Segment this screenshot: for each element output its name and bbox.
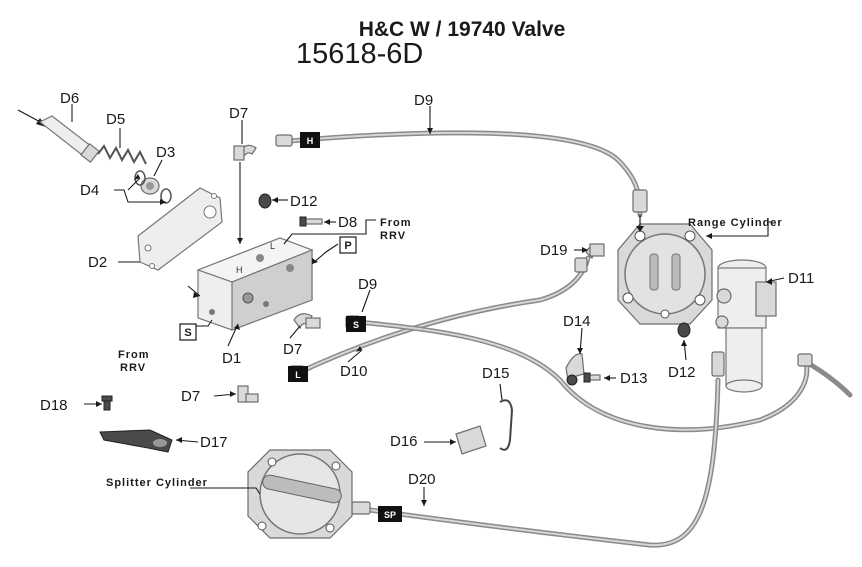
callout-from-rrv-left-1: From	[118, 349, 150, 361]
label-d12-top: D12	[290, 193, 318, 210]
label-d9-mid: D9	[358, 276, 377, 293]
part-d12-plug-right	[677, 322, 691, 338]
part-d6-plunger	[17, 109, 100, 164]
label-d7-top: D7	[229, 105, 248, 122]
part-d18-bolt	[101, 395, 113, 411]
part-d4-orings	[134, 170, 172, 204]
label-d4: D4	[80, 182, 99, 199]
part-d16-bracket	[455, 425, 487, 455]
hoses	[287, 130, 853, 548]
part-d12-plug-top	[258, 193, 272, 209]
svg-text:P: P	[344, 240, 351, 252]
label-d11: D11	[788, 270, 814, 287]
hose-tag-h: H	[300, 132, 320, 148]
splitter-cylinder	[247, 449, 353, 539]
label-d17: D17	[200, 434, 228, 451]
label-d7-low: D7	[181, 388, 200, 405]
leader-lines	[71, 104, 785, 506]
label-d2: D2	[88, 254, 107, 271]
valve-marking-l: L	[270, 241, 275, 251]
label-d5: D5	[106, 111, 125, 128]
hose-tag-sp: SP	[378, 506, 402, 522]
part-d8-screw	[299, 216, 323, 227]
label-d14: D14	[563, 313, 591, 330]
label-d18: D18	[40, 397, 68, 414]
label-d13: D13	[620, 370, 648, 387]
part-d17-lever	[99, 429, 173, 453]
part-labels: D6 D5 D3 D4 D2 D7 D12 D8 D9 D9 D10 D1 D7…	[40, 90, 814, 488]
svg-text:H: H	[307, 136, 314, 146]
svg-text:L: L	[295, 370, 301, 380]
svg-text:S: S	[184, 327, 191, 339]
valve-marking-h: H	[236, 265, 243, 275]
label-d7-mid: D7	[283, 341, 302, 358]
callout-from-rrv-top-2: RRV	[380, 230, 406, 242]
callout-splitter-cylinder: Splitter Cylinder	[106, 477, 208, 489]
part-d1-valve-body: H L	[196, 237, 314, 331]
port-box-p: P	[339, 236, 357, 254]
callout-from-rrv-top-1: From	[380, 217, 412, 229]
svg-text:SP: SP	[384, 510, 396, 520]
range-cylinder	[617, 223, 713, 325]
label-d16: D16	[390, 433, 418, 450]
callout-range-cylinder: Range Cylinder	[688, 217, 783, 229]
callout-from-rrv-left-2: RRV	[120, 362, 146, 374]
label-d3: D3	[156, 144, 175, 161]
svg-text:S: S	[353, 320, 359, 330]
part-d13-screw	[583, 372, 601, 383]
diagram-part-number: 15618-6D	[296, 38, 423, 70]
label-d1: D1	[222, 350, 241, 367]
label-d12-right: D12	[668, 364, 696, 381]
part-d7-elbow-top	[233, 144, 257, 161]
hose-tag-s: S	[346, 316, 366, 332]
part-d5-spring	[97, 144, 147, 165]
label-d20: D20	[408, 471, 436, 488]
part-d19-elbow	[585, 243, 605, 260]
hose-tag-l: L	[288, 366, 308, 382]
label-d6: D6	[60, 90, 79, 107]
label-d15: D15	[482, 365, 510, 382]
part-d14-clamp	[565, 353, 585, 386]
leader-arrowheads	[96, 128, 772, 506]
label-d8: D8	[338, 214, 357, 231]
port-box-s: S	[179, 323, 197, 341]
part-d7-elbow-low	[237, 385, 259, 403]
part-d3-cap	[140, 177, 160, 195]
part-d15-hook	[499, 399, 514, 451]
part-d2-plate	[137, 187, 223, 271]
label-d19: D19	[540, 242, 568, 259]
label-d9-top: D9	[414, 92, 433, 109]
label-d10: D10	[340, 363, 368, 380]
part-d11-valve	[715, 259, 777, 393]
diagram-title: H&C W / 19740 Valve	[359, 18, 566, 41]
part-d7-elbow-mid	[293, 313, 321, 330]
